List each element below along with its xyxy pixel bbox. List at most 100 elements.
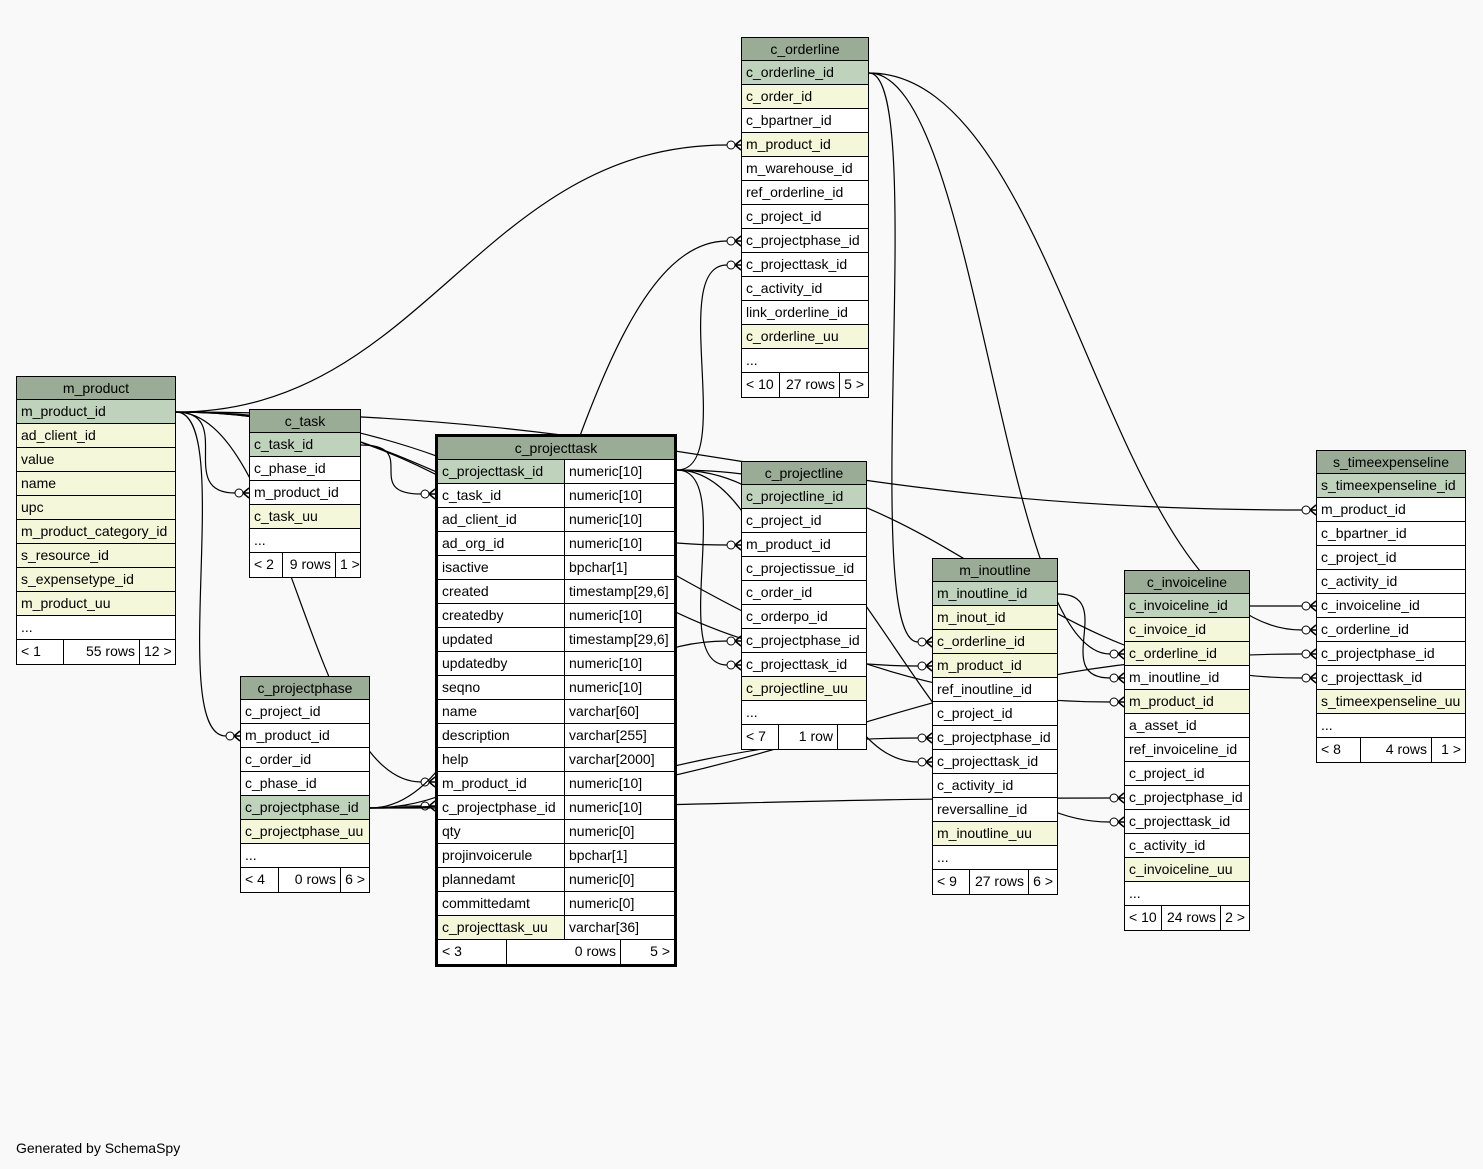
column-row[interactable]: m_product_id	[742, 133, 868, 157]
column-row[interactable]: m_product_id	[250, 481, 360, 505]
column-row[interactable]: m_product_id	[241, 724, 369, 748]
column-row[interactable]: c_projectphase_id	[933, 726, 1057, 750]
column-row[interactable]: ...	[241, 844, 369, 868]
column-row[interactable]: m_inout_id	[933, 606, 1057, 630]
column-row[interactable]: ...	[250, 529, 360, 553]
column-row[interactable]: c_projecttask_id	[1317, 666, 1465, 690]
column-row[interactable]: c_projecttask_id	[742, 253, 868, 277]
column-row[interactable]: m_product_id	[1317, 498, 1465, 522]
column-row[interactable]: c_phase_id	[250, 457, 360, 481]
column-row[interactable]: s_expensetype_id	[17, 568, 175, 592]
column-row[interactable]: m_product_id	[17, 400, 175, 424]
table-title[interactable]: c_projecttask	[438, 437, 674, 460]
column-row[interactable]: c_bpartner_id	[742, 109, 868, 133]
table-title[interactable]: c_projectphase	[241, 677, 369, 700]
column-row[interactable]: c_project_id	[1317, 546, 1465, 570]
column-row[interactable]: ref_invoiceline_id	[1125, 738, 1249, 762]
column-row[interactable]: ...	[742, 701, 866, 725]
column-row[interactable]: c_orderline_uu	[742, 325, 868, 349]
column-row[interactable]: c_orderline_id	[742, 61, 868, 85]
parents-count[interactable]: < 9	[937, 873, 957, 889]
column-row[interactable]: c_activity_id	[933, 774, 1057, 798]
table-title[interactable]: m_product	[17, 377, 175, 400]
column-row[interactable]: c_orderline_id	[1317, 618, 1465, 642]
parents-count[interactable]: < 8	[1321, 741, 1341, 757]
column-row[interactable]: c_projectphase_id	[1317, 642, 1465, 666]
children-count[interactable]: 1 >	[1431, 738, 1465, 762]
column-row[interactable]: c_projectissue_id	[742, 557, 866, 581]
column-row[interactable]: c_phase_id	[241, 772, 369, 796]
column-row[interactable]: c_project_id	[933, 702, 1057, 726]
column-row[interactable]: c_activity_id	[742, 277, 868, 301]
column-row[interactable]: link_orderline_id	[742, 301, 868, 325]
column-row[interactable]: c_projectline_id	[742, 485, 866, 509]
column-row[interactable]: c_orderline_id	[1125, 642, 1249, 666]
column-row[interactable]: c_projecttask_id	[933, 750, 1057, 774]
column-row[interactable]: ...	[17, 616, 175, 640]
column-row[interactable]: upc	[17, 496, 175, 520]
column-row[interactable]: c_projecttask_id	[1125, 810, 1249, 834]
column-row[interactable]: c_projectphase_id	[742, 629, 866, 653]
table-title[interactable]: c_orderline	[742, 38, 868, 61]
children-count[interactable]: 6 >	[340, 868, 369, 892]
table-title[interactable]: c_invoiceline	[1125, 571, 1249, 594]
column-row[interactable]: ...	[933, 846, 1057, 870]
column-row[interactable]: c_project_id	[742, 205, 868, 229]
column-row[interactable]: c_projectphase_id	[1125, 786, 1249, 810]
children-count[interactable]: 2 >	[1220, 906, 1249, 930]
column-row[interactable]: c_task_uu	[250, 505, 360, 529]
column-row[interactable]: reversalline_id	[933, 798, 1057, 822]
column-row[interactable]: m_inoutline_id	[933, 582, 1057, 606]
column-row[interactable]: c_bpartner_id	[1317, 522, 1465, 546]
parents-count[interactable]: < 7	[746, 728, 766, 744]
parents-count[interactable]: < 3	[442, 943, 462, 959]
column-row[interactable]: c_activity_id	[1317, 570, 1465, 594]
column-row[interactable]: ad_client_id	[17, 424, 175, 448]
column-row[interactable]: c_invoiceline_id	[1317, 594, 1465, 618]
column-row[interactable]: m_inoutline_id	[1125, 666, 1249, 690]
column-row[interactable]: c_order_id	[742, 581, 866, 605]
column-row[interactable]: ref_inoutline_id	[933, 678, 1057, 702]
column-row[interactable]: c_orderpo_id	[742, 605, 866, 629]
column-row[interactable]: ...	[742, 349, 868, 373]
column-row[interactable]: c_activity_id	[1125, 834, 1249, 858]
column-row[interactable]: m_product_uu	[17, 592, 175, 616]
column-row[interactable]: m_product_id	[1125, 690, 1249, 714]
column-row[interactable]: ...	[1317, 714, 1465, 738]
table-title[interactable]: m_inoutline	[933, 559, 1057, 582]
table-title[interactable]: s_timeexpenseline	[1317, 451, 1465, 474]
column-row[interactable]: s_timeexpenseline_id	[1317, 474, 1465, 498]
children-count[interactable]: 5 >	[839, 373, 868, 397]
column-row[interactable]: c_project_id	[241, 700, 369, 724]
column-row[interactable]: ref_orderline_id	[742, 181, 868, 205]
children-count[interactable]	[837, 725, 866, 749]
parents-count[interactable]: < 4	[245, 871, 265, 887]
table-title[interactable]: c_task	[250, 410, 360, 433]
children-count[interactable]: 12 >	[139, 640, 175, 664]
column-row[interactable]: m_inoutline_uu	[933, 822, 1057, 846]
column-row[interactable]: m_warehouse_id	[742, 157, 868, 181]
column-row[interactable]: s_timeexpenseline_uu	[1317, 690, 1465, 714]
column-row[interactable]: name	[17, 472, 175, 496]
